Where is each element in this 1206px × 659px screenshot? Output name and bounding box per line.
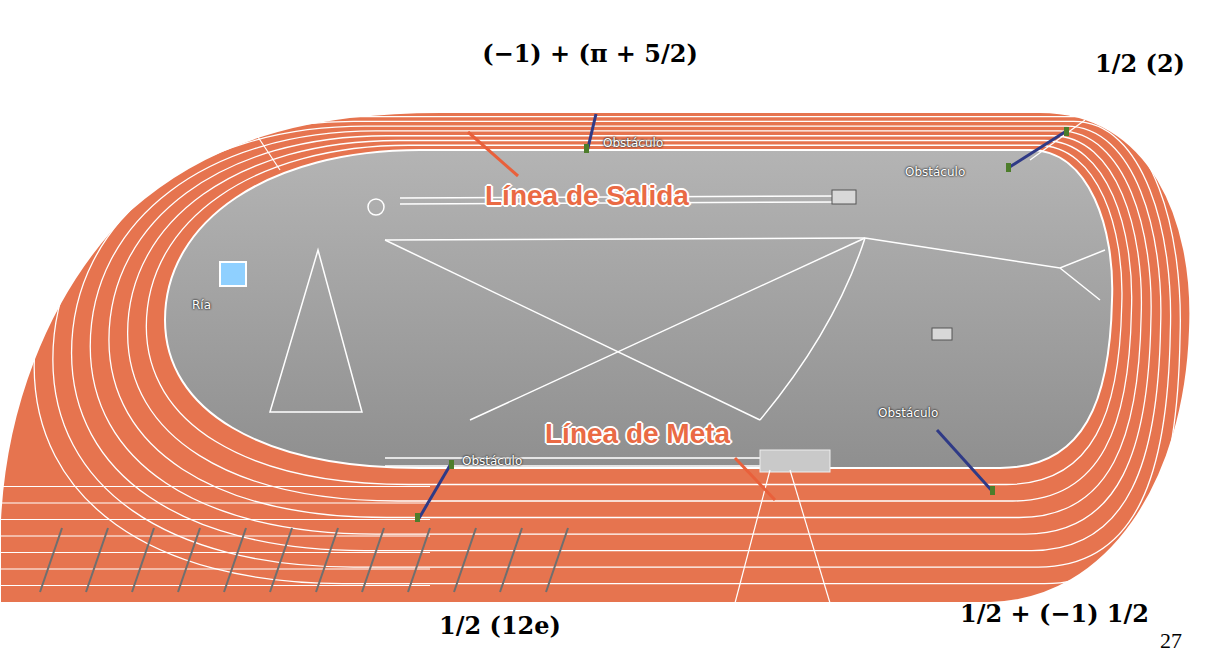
start-line [250, 125, 280, 170]
start-line [1030, 120, 1085, 160]
sector-line [470, 238, 865, 420]
math-expression: 1/2 (2) [1095, 50, 1185, 78]
obstacle-label: Obstáculo [905, 166, 965, 180]
hurdle [454, 528, 476, 592]
hurdle [178, 528, 200, 592]
lane-line [0, 568, 430, 569]
sand-pit [760, 450, 830, 472]
lane-line [0, 502, 430, 503]
obstacle-bar [1008, 130, 1068, 168]
hurdle [270, 528, 292, 592]
hurdle [40, 528, 62, 592]
leader-lines [468, 132, 775, 500]
sector-line [385, 238, 865, 240]
lane-line [109, 136, 1141, 518]
math-expression: 1/2 (12e) [439, 612, 561, 640]
water-jump-label: Ría [192, 299, 211, 313]
leader-line [468, 132, 518, 176]
hurdle [316, 528, 338, 592]
hurdle [362, 528, 384, 592]
lane-line [34, 117, 1180, 584]
runway-line [385, 458, 760, 466]
obstacle-foot [1006, 163, 1011, 172]
infield [165, 150, 1112, 468]
lane-line [0, 519, 430, 520]
start-lines [250, 120, 1085, 603]
obstacle-foot [584, 144, 589, 153]
javelin-sector [270, 250, 362, 412]
lane-line [0, 585, 430, 586]
lane-line [0, 552, 430, 553]
finish-line-label: Línea de Meta [545, 418, 730, 450]
lane-line [90, 131, 1151, 534]
start-line-label: Línea de Salida [485, 180, 689, 212]
page-number: 27 [1160, 628, 1182, 653]
throw-circle [368, 199, 384, 215]
leader-line [735, 458, 775, 500]
hurdle [86, 528, 108, 592]
obstacle-label: Obstáculo [878, 407, 938, 421]
lane-line [128, 140, 1132, 501]
obstacle-foot [1064, 127, 1069, 136]
obstacle-foot [415, 513, 420, 522]
lane-line [146, 145, 1122, 484]
sector-line [385, 240, 760, 420]
hurdle [224, 528, 246, 592]
lane-line [53, 121, 1171, 567]
landing-pit [832, 190, 856, 204]
landing-pit [932, 328, 952, 340]
obstacle-label: Obstáculo [462, 455, 522, 469]
hurdle [546, 528, 568, 592]
obstacle-label: Obstáculo [603, 137, 663, 151]
hurdle [500, 528, 522, 592]
obstacle-bar [937, 430, 993, 492]
hurdle [132, 528, 154, 592]
water-jump [220, 262, 246, 286]
obstacle-foot [449, 460, 454, 469]
obstacle-bar [418, 462, 452, 520]
sector-arc [760, 238, 865, 420]
field-line [865, 238, 1105, 300]
obstacles [415, 114, 1069, 522]
lane-line [0, 486, 430, 487]
start-line [790, 470, 830, 603]
math-expression: (−1) + (π + 5/2) [482, 40, 698, 68]
lane-line [0, 535, 430, 536]
lane-lines [0, 117, 1180, 586]
hurdle [408, 528, 430, 592]
math-expression: 1/2 + (−1) 1/2 [960, 600, 1149, 628]
field-markings [270, 196, 1105, 466]
track-surface [0, 112, 1190, 603]
obstacle-foot [990, 486, 995, 495]
hurdles [40, 528, 568, 592]
